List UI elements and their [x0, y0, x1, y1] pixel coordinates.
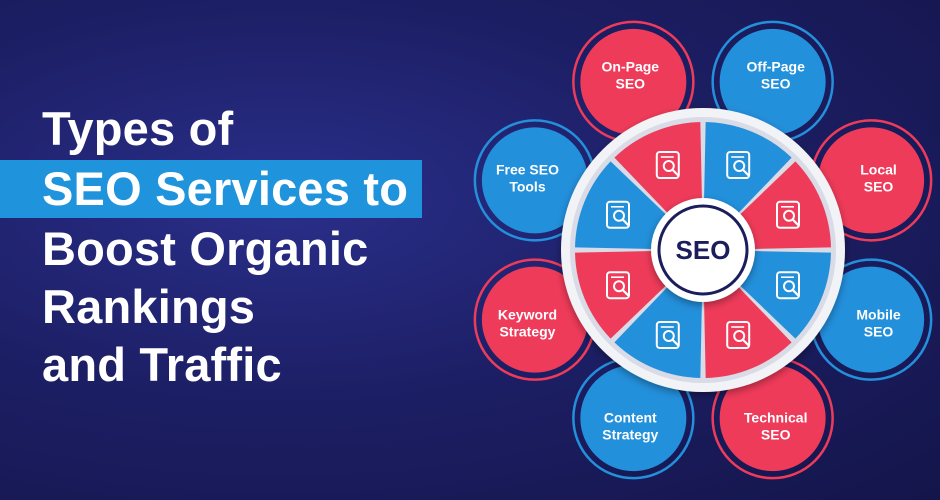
wheel-segment-7 — [575, 251, 667, 339]
segment-fill — [739, 251, 831, 339]
center-badge-plate — [651, 198, 755, 302]
segment-fill — [704, 122, 792, 214]
service-label-line-1: Free SEO — [496, 161, 559, 177]
headline-line-5: and Traffic — [42, 338, 282, 391]
bubble-fill — [818, 127, 925, 234]
headline: Types of SEO Services to Boost Organic R… — [0, 100, 470, 394]
analytics-screen-icon — [726, 151, 751, 180]
headline-line-1: Types of — [42, 102, 234, 155]
service-label-line-2: SEO — [864, 178, 894, 194]
wheel-segment-3 — [739, 161, 831, 249]
wheel-segment-1 — [614, 122, 702, 214]
wheel-segment-4 — [739, 251, 831, 339]
bubble-fill — [818, 266, 925, 373]
key-search-icon — [606, 271, 631, 300]
segment-fill — [614, 122, 702, 214]
segment-fill — [739, 161, 831, 249]
service-label-line-2: Strategy — [499, 324, 555, 340]
bubble-fill — [719, 365, 826, 472]
service-label-line-1: Off-Page — [747, 58, 806, 74]
wheel-segment-6 — [614, 286, 702, 378]
service-label-line-1: Technical — [744, 410, 808, 426]
wheel-hub: SEO — [561, 108, 845, 392]
headline-line-3: Boost Organic — [42, 222, 369, 275]
mobile-search-icon — [775, 271, 800, 300]
headline-line-2-highlighted: SEO Services to — [0, 160, 423, 218]
seo-services-wheel: On-PageSEOOff-PageSEOLocalSEOMobileSEOTe… — [473, 20, 933, 480]
service-label-line-1: On-Page — [602, 58, 660, 74]
service-label-line-2: SEO — [761, 75, 791, 91]
segment-fill — [575, 251, 667, 339]
gear-search-icon — [606, 200, 631, 229]
wheel-segment-8 — [575, 161, 667, 249]
center-label: SEO — [676, 235, 731, 265]
service-label-line-1: Local — [860, 161, 897, 177]
segment-fill — [704, 286, 792, 378]
code-window-icon — [726, 320, 751, 349]
wheel-segment-5 — [704, 286, 792, 378]
bubble-fill — [481, 127, 588, 234]
bubble-fill — [580, 28, 687, 135]
service-label-line-2: SEO — [864, 324, 894, 340]
bubble-fill — [481, 266, 588, 373]
service-label-line-2: Tools — [509, 178, 546, 194]
search-document-icon — [655, 151, 680, 180]
brain-network-icon — [655, 320, 680, 349]
center-badge-ring — [657, 204, 749, 296]
segment-fill — [575, 161, 667, 249]
service-label-line-2: Strategy — [602, 427, 658, 443]
service-label-line-1: Content — [604, 410, 657, 426]
wheel-segment-2 — [704, 122, 792, 214]
service-label-line-1: Mobile — [856, 307, 901, 323]
globe-pin-icon — [775, 200, 800, 229]
bubble-fill — [719, 28, 826, 135]
segment-fill — [614, 286, 702, 378]
bubble-fill — [580, 365, 687, 472]
service-bubbles: On-PageSEOOff-PageSEOLocalSEOMobileSEOTe… — [473, 20, 933, 480]
service-label-line-2: SEO — [616, 75, 646, 91]
headline-line-4: Rankings — [42, 280, 256, 333]
service-label-line-1: Keyword — [498, 307, 557, 323]
service-label-line-2: SEO — [761, 427, 791, 443]
